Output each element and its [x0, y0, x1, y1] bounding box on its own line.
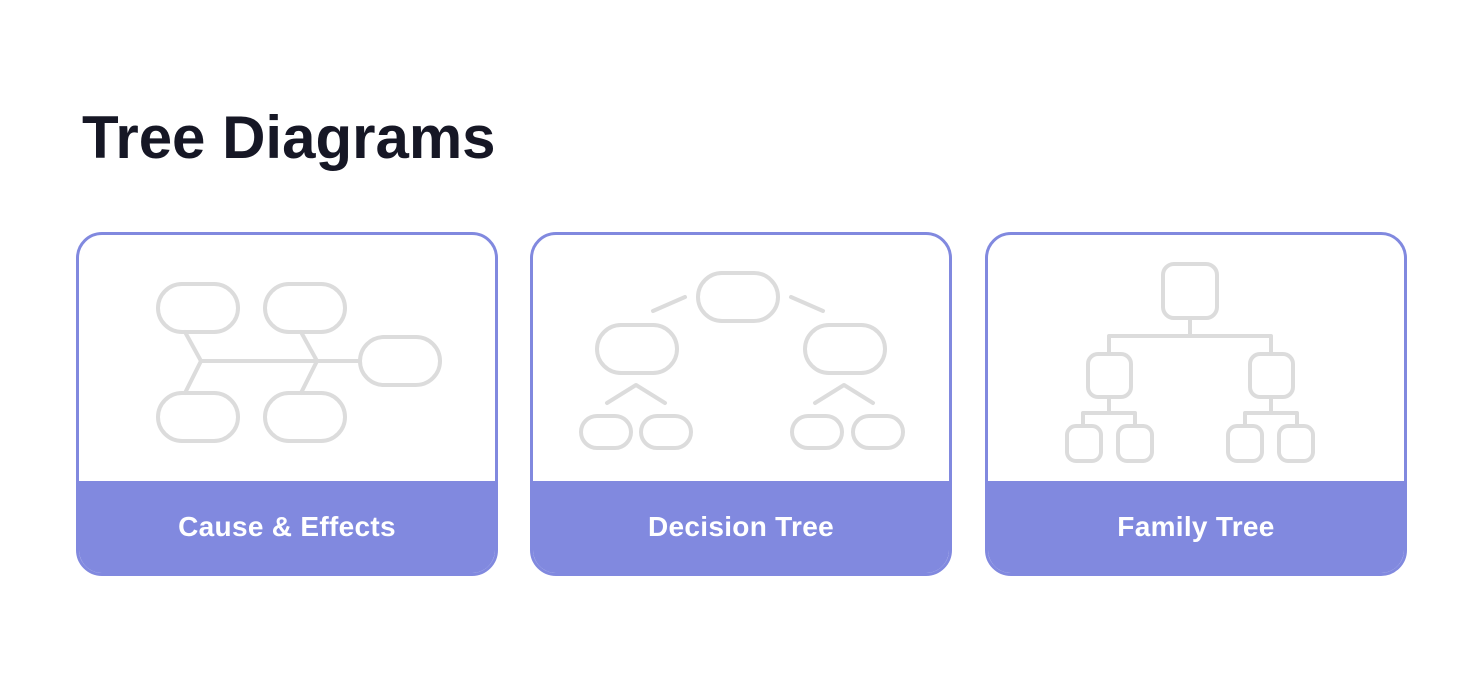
card-label: Family Tree	[1117, 511, 1275, 542]
cause-effects-preview	[79, 235, 495, 482]
card-footer[interactable]: Decision Tree	[533, 481, 949, 573]
fishbone-diagram-icon	[156, 282, 442, 443]
decision-tree-preview	[533, 235, 949, 482]
decision-tree-icon	[579, 271, 905, 450]
card-footer[interactable]: Family Tree	[988, 481, 1404, 573]
card-cause-effects[interactable]: Cause & Effects	[76, 232, 498, 576]
card-family-tree[interactable]: Family Tree	[985, 232, 1407, 576]
card-label: Decision Tree	[648, 511, 834, 542]
card-decision-tree[interactable]: Decision Tree	[530, 232, 952, 576]
page-title: Tree Diagrams	[82, 104, 496, 171]
card-label: Cause & Effects	[178, 511, 396, 542]
card-footer[interactable]: Cause & Effects	[79, 481, 495, 573]
family-tree-preview	[988, 235, 1404, 482]
family-tree-icon	[1065, 262, 1315, 463]
